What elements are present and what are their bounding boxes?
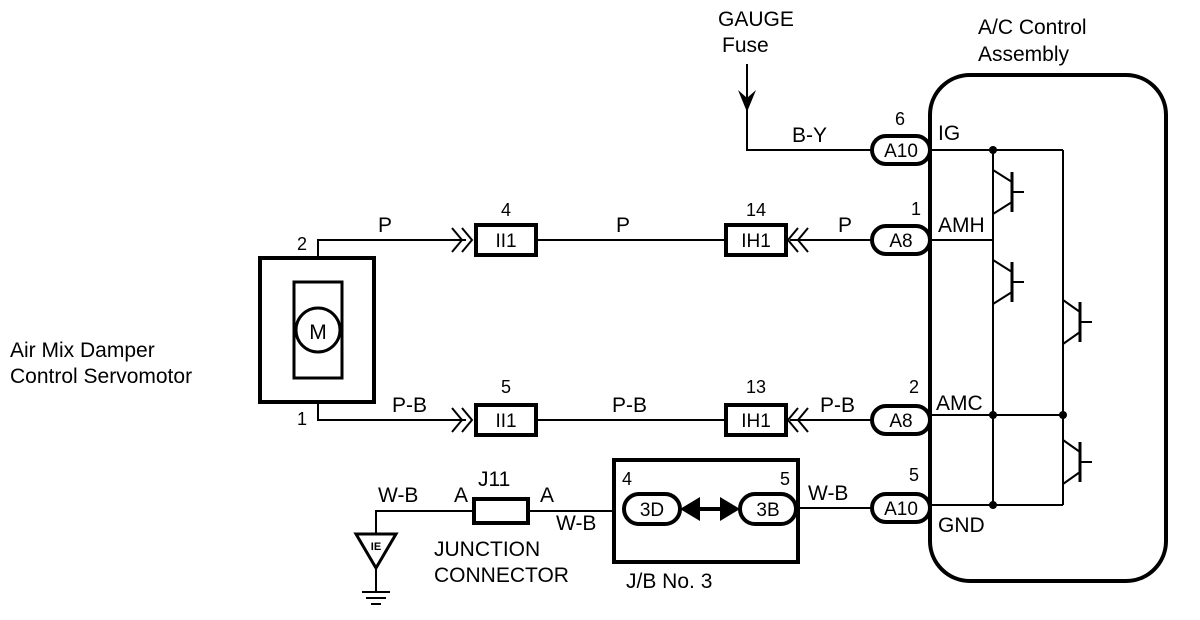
svg-text:M: M	[309, 321, 327, 344]
svg-text:3D: 3D	[640, 500, 664, 521]
connector-3d: 3D	[622, 492, 682, 526]
fuse-label-line1: GAUGE	[718, 8, 794, 31]
wire-color-p: P	[616, 214, 630, 237]
pin-a8-2: 2	[909, 377, 919, 397]
svg-text:II1: II1	[495, 411, 516, 432]
wire-color-w-b: W-B	[556, 512, 596, 535]
connector-ii1-top: II1	[474, 223, 538, 257]
chevron-right-icon	[451, 407, 474, 433]
transistor-icon	[1062, 299, 1092, 345]
ac-assembly-label-line2: Assembly	[978, 43, 1070, 66]
jb-pin-4: 4	[622, 469, 632, 489]
svg-text:A10: A10	[884, 141, 918, 162]
svg-text:II1: II1	[495, 231, 516, 252]
connector-a10-top: A10	[870, 134, 932, 166]
pin-ii1-4: 4	[501, 200, 511, 220]
pin-a10-5: 5	[909, 465, 919, 485]
junction-label-line1: JUNCTION	[434, 538, 540, 561]
connector-a8-top: A8	[870, 224, 932, 256]
connector-ih1-bottom: IH1	[724, 403, 788, 437]
wire-color-w-b: W-B	[378, 484, 418, 507]
svg-text:A8: A8	[889, 411, 912, 432]
terminal-ig: IG	[938, 122, 960, 145]
terminal-amh: AMH	[938, 214, 985, 237]
jb-pin-5: 5	[780, 469, 790, 489]
transistor-icon	[992, 259, 1024, 305]
servomotor-label-line2: Control Servomotor	[10, 365, 192, 388]
pin-ih1-13: 13	[746, 377, 766, 397]
terminal-amc: AMC	[936, 392, 983, 415]
svg-text:IH1: IH1	[741, 411, 771, 432]
wire-color-b-y: B-Y	[792, 124, 827, 147]
servomotor-label-line1: Air Mix Damper	[10, 339, 155, 362]
motor-pin-1: 1	[297, 409, 307, 429]
connector-3b: 3B	[738, 492, 798, 526]
ac-internal-circuit	[930, 146, 1067, 509]
ground-icon: IE	[353, 532, 399, 605]
fuse-arrow-icon	[738, 64, 756, 112]
ground-id: IE	[371, 541, 381, 553]
jb-label: J/B No. 3	[626, 570, 712, 593]
motor-icon: M	[292, 280, 344, 380]
svg-text:IH1: IH1	[741, 231, 771, 252]
j11-pin-left: A	[454, 484, 468, 507]
j11-label: J11	[478, 468, 510, 491]
junction-label-line2: CONNECTOR	[434, 564, 569, 587]
fuse-label-line2: Fuse	[722, 34, 769, 57]
transistor-icon	[1062, 439, 1092, 485]
svg-text:A10: A10	[884, 499, 918, 520]
terminal-gnd: GND	[938, 514, 985, 537]
wire-color-p: P	[838, 214, 852, 237]
wire-color-w-b: W-B	[808, 482, 848, 505]
pin-ii1-5: 5	[501, 377, 511, 397]
wire-color-p-b: P-B	[612, 394, 647, 417]
j11-pin-right: A	[540, 484, 554, 507]
pin-a10-6: 6	[895, 109, 905, 129]
ac-assembly-label-line1: A/C Control	[978, 16, 1087, 39]
svg-text:A8: A8	[889, 231, 912, 252]
wire-color-p-b: P-B	[392, 394, 427, 417]
motor-pin-2: 2	[297, 234, 307, 254]
p-b-wire-motor	[317, 402, 466, 421]
svg-text:3B: 3B	[756, 500, 779, 521]
pin-ih1-14: 14	[746, 200, 766, 220]
internal-link-icon	[680, 497, 740, 521]
b-y-wire	[746, 108, 872, 151]
transistor-icon	[992, 169, 1024, 215]
wire-color-p: P	[378, 214, 392, 237]
connector-ii1-bottom: II1	[474, 403, 538, 437]
ac-control-assembly-box	[928, 73, 1168, 583]
junction-connector-j11	[472, 497, 530, 525]
w-b-wire-ground	[375, 510, 474, 534]
pin-a8-1: 1	[911, 199, 921, 219]
connector-ih1-top: IH1	[724, 223, 788, 257]
p-wire-motor	[317, 239, 466, 258]
connector-a8-bottom: A8	[870, 404, 932, 436]
connector-a10-bottom: A10	[870, 492, 932, 524]
wire-color-p-b: P-B	[820, 394, 855, 417]
